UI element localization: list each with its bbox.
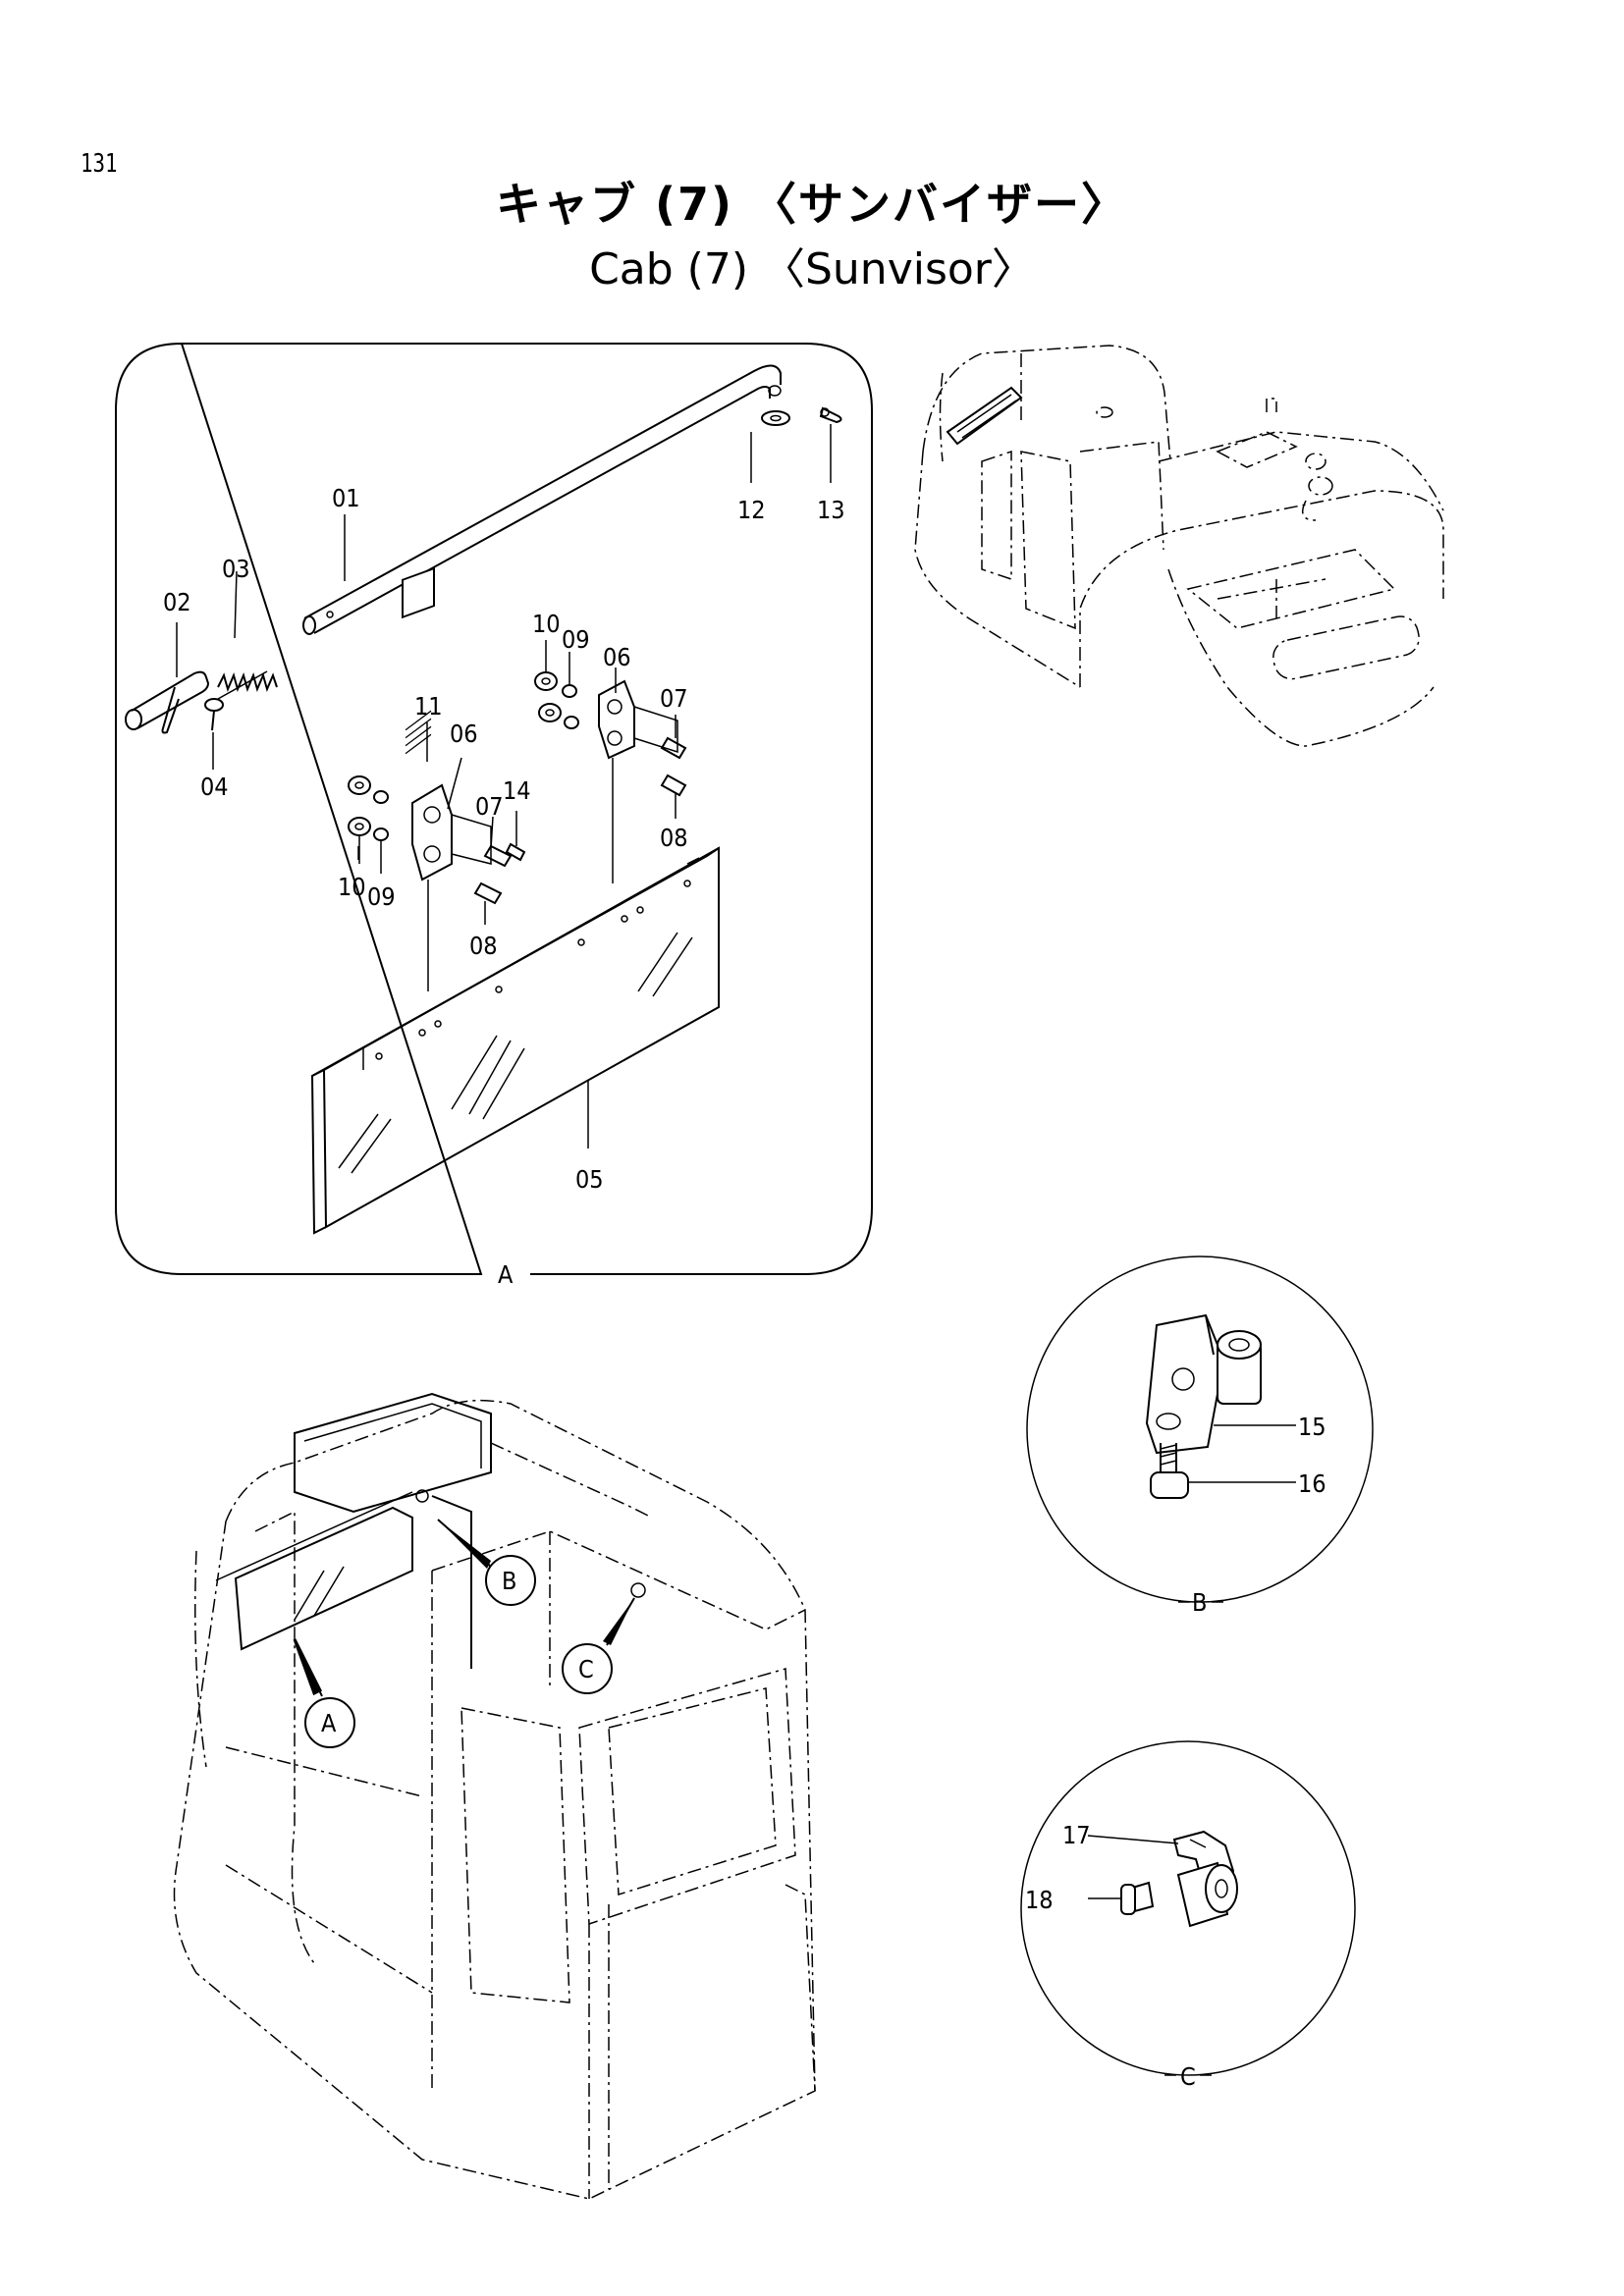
part-label-10-right: 10 — [532, 610, 561, 638]
part-label-04: 04 — [200, 773, 229, 801]
callout-c-letter: C — [578, 1655, 594, 1683]
part-label-07-left: 07 — [475, 792, 504, 821]
hinge-left — [348, 566, 526, 991]
part-label-16: 16 — [1298, 1469, 1326, 1498]
detail-c-label: C — [1180, 2062, 1196, 2091]
part-label-09-right: 09 — [562, 625, 590, 654]
part-label-13: 13 — [817, 496, 845, 524]
part-label-06-right: 06 — [603, 643, 631, 671]
part-label-18: 18 — [1025, 1886, 1054, 1914]
washer-part-12 — [761, 410, 790, 426]
pin-part-13 — [819, 406, 842, 424]
part-label-17: 17 — [1062, 1821, 1091, 1849]
part-label-10-left: 10 — [338, 873, 366, 901]
part-label-06-left: 06 — [450, 720, 478, 748]
detail-c-view — [1020, 1740, 1356, 2076]
part-label-03: 03 — [222, 555, 250, 583]
hinge-right — [534, 671, 687, 883]
bolt-part-04 — [204, 698, 224, 731]
rod-part-01 — [302, 364, 782, 635]
pin-part-02 — [125, 670, 210, 734]
part-label-02: 02 — [163, 588, 191, 616]
page-number: 131 — [81, 149, 118, 179]
part-label-07-right: 07 — [660, 684, 688, 713]
part-label-15: 15 — [1298, 1413, 1326, 1441]
callout-a-letter: A — [321, 1709, 337, 1737]
part-label-09-left: 09 — [367, 882, 396, 911]
title-english: Cab (7) 〈Sunvisor〉 — [589, 244, 1035, 294]
excavator-overview — [914, 345, 1444, 747]
leaders-detail-a — [176, 424, 832, 925]
part-label-14: 14 — [503, 776, 531, 805]
cab-main-view — [173, 1392, 816, 2200]
sunvisor-part-05 — [310, 846, 720, 1235]
part-label-05: 05 — [575, 1165, 604, 1194]
callout-b — [437, 1519, 536, 1606]
part-label-12: 12 — [737, 496, 766, 524]
detail-b-label: B — [1192, 1588, 1207, 1617]
callout-a — [293, 1638, 355, 1748]
part-label-08-left: 08 — [469, 932, 498, 960]
spring-part-03 — [217, 670, 278, 700]
title-japanese: キャブ (7) 〈サンバイザー〉 — [495, 178, 1129, 231]
callout-c — [562, 1597, 635, 1694]
detail-b-view — [1026, 1255, 1374, 1603]
detail-a-frame — [115, 342, 873, 1275]
part-label-01: 01 — [332, 484, 360, 512]
callout-b-letter: B — [502, 1567, 516, 1595]
part-label-08-right: 08 — [660, 824, 688, 852]
detail-a-label: A — [498, 1260, 514, 1289]
part-label-11: 11 — [414, 692, 443, 721]
